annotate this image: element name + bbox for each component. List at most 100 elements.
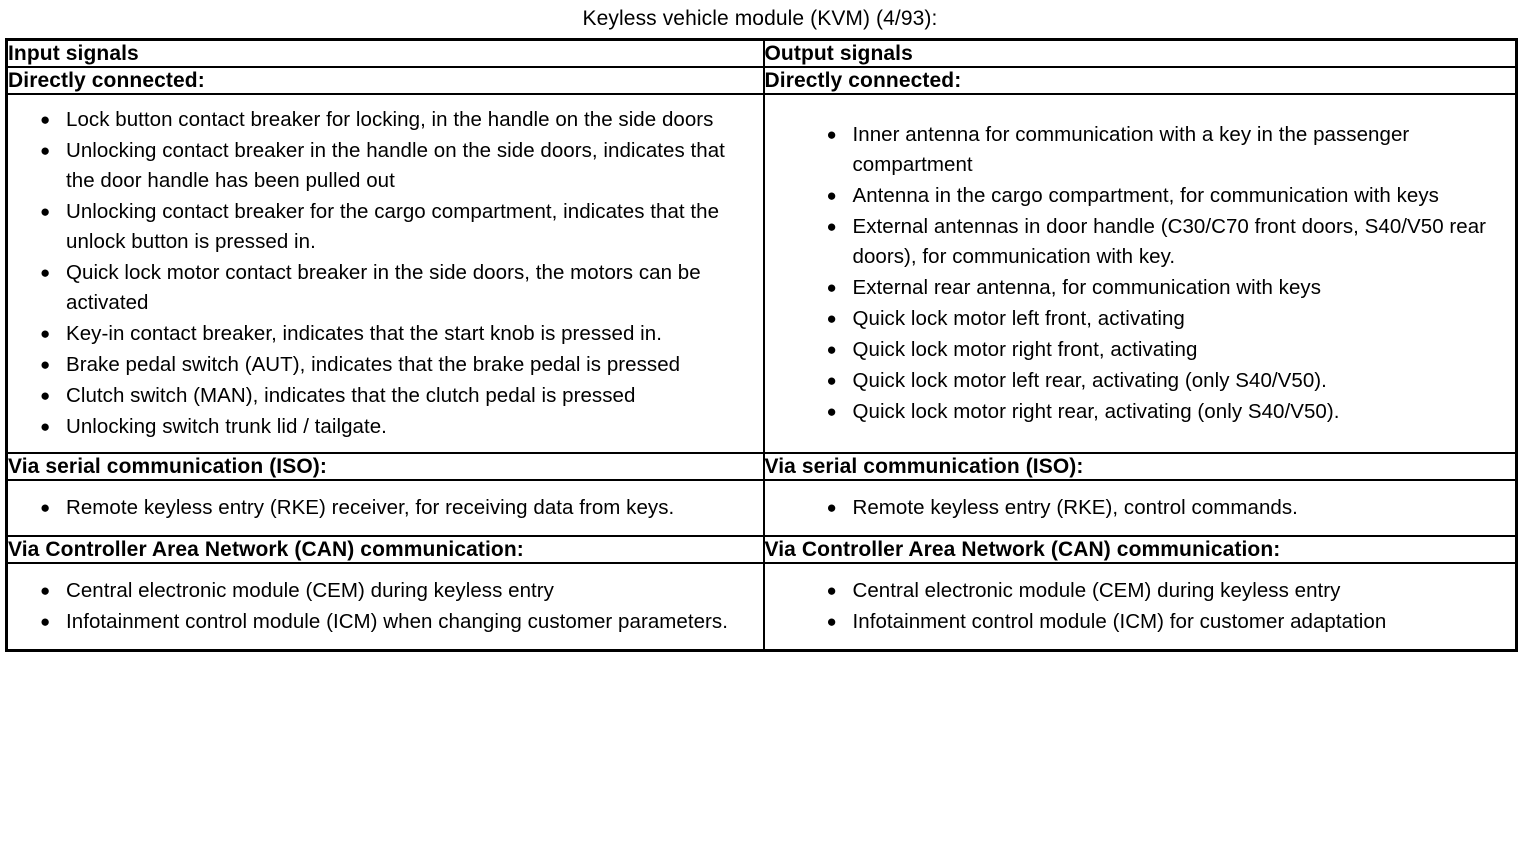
table-row-directly-connected-heading: Directly connected: Directly connected: xyxy=(5,66,1518,95)
left-signal-list: ● Remote keyless entry (RKE) receiver, fo… xyxy=(8,481,763,535)
bullet-icon: ● xyxy=(826,278,837,297)
list-item-label: Antenna in the cargo compartment, for co… xyxy=(852,184,1439,207)
bullet-icon: ● xyxy=(826,371,837,390)
list-item-label: Lock button contact breaker for locking,… xyxy=(66,108,714,131)
bullet-icon: ● xyxy=(826,340,837,359)
bullet-icon: ● xyxy=(826,402,837,421)
list-item: ● Remote keyless entry (RKE) receiver, fo… xyxy=(18,493,749,523)
right-section-heading: Directly connected: xyxy=(764,69,962,92)
list-item-label: Inner antenna for communication with a k… xyxy=(852,123,1410,176)
left-heading-cell-can: Via Controller Area Network (CAN) commun… xyxy=(5,535,765,564)
bullet-icon: ● xyxy=(40,263,51,282)
table-row-serial-iso-heading: Via serial communication (ISO): Via seri… xyxy=(5,452,1518,481)
list-item: ● Central electronic module (CEM) during … xyxy=(18,576,749,606)
bullet-icon: ● xyxy=(826,612,837,631)
left-items-cell-can: ● Central electronic module (CEM) during … xyxy=(5,562,765,652)
list-item-label: External rear antenna, for communication… xyxy=(852,276,1322,299)
bullet-icon: ● xyxy=(826,309,837,328)
list-item-label: Central electronic module (CEM) during k… xyxy=(852,579,1341,602)
output-signals-header-cell: Output signals xyxy=(762,38,1518,68)
left-heading-cell-serial-iso: Via serial communication (ISO): xyxy=(5,452,765,481)
bullet-icon: ● xyxy=(826,125,837,144)
right-signal-list: ● Central electronic module (CEM) during … xyxy=(765,566,1516,647)
list-item-label: Infotainment control module (ICM) when c… xyxy=(66,610,728,633)
signal-table: Input signals Output signals Directly co… xyxy=(5,38,1518,652)
left-items-cell-directly-connected: ● Lock button contact breaker for locking… xyxy=(5,93,765,454)
right-heading-cell-can: Via Controller Area Network (CAN) commun… xyxy=(762,535,1518,564)
list-item: ● Quick lock motor left front, activating xyxy=(807,304,1502,334)
output-signals-header: Output signals xyxy=(764,42,913,65)
list-item-label: Quick lock motor right rear, activating … xyxy=(852,400,1340,423)
list-item: ● Remote keyless entry (RKE), control com… xyxy=(807,493,1502,523)
list-item: ● Quick lock motor right front, activatin… xyxy=(807,335,1502,365)
list-item-label: External antennas in door handle (C30/C7… xyxy=(852,215,1487,268)
list-item-label: Central electronic module (CEM) during k… xyxy=(66,579,554,602)
right-items-cell-serial-iso: ● Remote keyless entry (RKE), control com… xyxy=(762,479,1518,537)
right-heading-cell-directly-connected: Directly connected: xyxy=(762,66,1518,95)
list-item: ● Inner antenna for communication with a … xyxy=(807,120,1502,180)
table-row-directly-connected-body: ● Lock button contact breaker for locking… xyxy=(5,93,1518,454)
list-item: ● Brake pedal switch (AUT), indicates tha… xyxy=(18,350,749,380)
list-item: ● Key-in contact breaker, indicates that … xyxy=(18,319,749,349)
list-item-label: Remote keyless entry (RKE) receiver, for… xyxy=(66,496,675,519)
right-section-heading: Via serial communication (ISO): xyxy=(764,455,1084,478)
page-title: Keyless vehicle module (KVM) (4/93): xyxy=(582,7,938,30)
left-section-heading: Via serial communication (ISO): xyxy=(8,455,327,478)
list-item: ● Lock button contact breaker for locking… xyxy=(18,105,749,135)
bullet-icon: ● xyxy=(826,498,837,517)
list-item-label: Quick lock motor right front, activating xyxy=(852,338,1198,361)
list-item-label: Clutch switch (MAN), indicates that the … xyxy=(66,384,636,407)
bullet-icon: ● xyxy=(40,498,51,517)
table-row-main-headers: Input signals Output signals xyxy=(5,38,1518,68)
list-item: ● Quick lock motor contact breaker in the… xyxy=(18,258,749,318)
list-item-label: Infotainment control module (ICM) for cu… xyxy=(852,610,1387,633)
list-item: ● Unlocking switch trunk lid / tailgate. xyxy=(18,412,749,442)
bullet-icon: ● xyxy=(826,217,837,236)
left-section-heading: Directly connected: xyxy=(8,69,205,92)
list-item: ● Antenna in the cargo compartment, for c… xyxy=(807,181,1502,211)
bullet-icon: ● xyxy=(40,417,51,436)
list-item: ● Clutch switch (MAN), indicates that the… xyxy=(18,381,749,411)
list-item: ● Central electronic module (CEM) during … xyxy=(807,576,1502,606)
list-item: ● Unlocking contact breaker for the cargo… xyxy=(18,197,749,257)
input-signals-header-cell: Input signals xyxy=(5,38,765,68)
table-row-can-body: ● Central electronic module (CEM) during … xyxy=(5,562,1518,652)
list-item: ● External antennas in door handle (C30/C… xyxy=(807,212,1502,272)
list-item-label: Brake pedal switch (AUT), indicates that… xyxy=(66,353,681,376)
list-item-label: Unlocking contact breaker in the handle … xyxy=(66,139,725,192)
table-row-serial-iso-body: ● Remote keyless entry (RKE) receiver, fo… xyxy=(5,479,1518,537)
list-item-label: Quick lock motor contact breaker in the … xyxy=(66,261,701,314)
list-item-label: Unlocking switch trunk lid / tailgate. xyxy=(66,415,387,438)
list-item-label: Quick lock motor left front, activating xyxy=(852,307,1185,330)
list-item-label: Unlocking contact breaker for the cargo … xyxy=(66,200,720,253)
list-item-label: Quick lock motor left rear, activating (… xyxy=(852,369,1327,392)
right-items-cell-can: ● Central electronic module (CEM) during … xyxy=(762,562,1518,652)
right-signal-list: ● Remote keyless entry (RKE), control com… xyxy=(765,483,1516,533)
input-signals-header: Input signals xyxy=(8,42,139,65)
bullet-icon: ● xyxy=(40,324,51,343)
list-item: ● Unlocking contact breaker in the handle… xyxy=(18,136,749,196)
list-item-label: Remote keyless entry (RKE), control comm… xyxy=(852,496,1298,519)
table-row-can-heading: Via Controller Area Network (CAN) commun… xyxy=(5,535,1518,564)
bullet-icon: ● xyxy=(40,386,51,405)
bullet-icon: ● xyxy=(40,355,51,374)
right-section-heading: Via Controller Area Network (CAN) commun… xyxy=(764,538,1281,561)
left-signal-list: ● Central electronic module (CEM) during … xyxy=(8,564,763,649)
left-heading-cell-directly-connected: Directly connected: xyxy=(5,66,765,95)
bullet-icon: ● xyxy=(826,186,837,205)
bullet-icon: ● xyxy=(40,141,51,160)
left-items-cell-serial-iso: ● Remote keyless entry (RKE) receiver, fo… xyxy=(5,479,765,537)
left-signal-list: ● Lock button contact breaker for locking… xyxy=(8,95,763,452)
list-item: ● Quick lock motor left rear, activating … xyxy=(807,366,1502,396)
bullet-icon: ● xyxy=(40,581,51,600)
list-item: ● Infotainment control module (ICM) for c… xyxy=(807,607,1502,637)
right-signal-list: ● Inner antenna for communication with a … xyxy=(765,110,1516,437)
bullet-icon: ● xyxy=(826,581,837,600)
bullet-icon: ● xyxy=(40,110,51,129)
bullet-icon: ● xyxy=(40,612,51,631)
bullet-icon: ● xyxy=(40,202,51,221)
list-item-label: Key-in contact breaker, indicates that t… xyxy=(66,322,662,345)
list-item: ● Infotainment control module (ICM) when … xyxy=(18,607,749,637)
right-heading-cell-serial-iso: Via serial communication (ISO): xyxy=(762,452,1518,481)
